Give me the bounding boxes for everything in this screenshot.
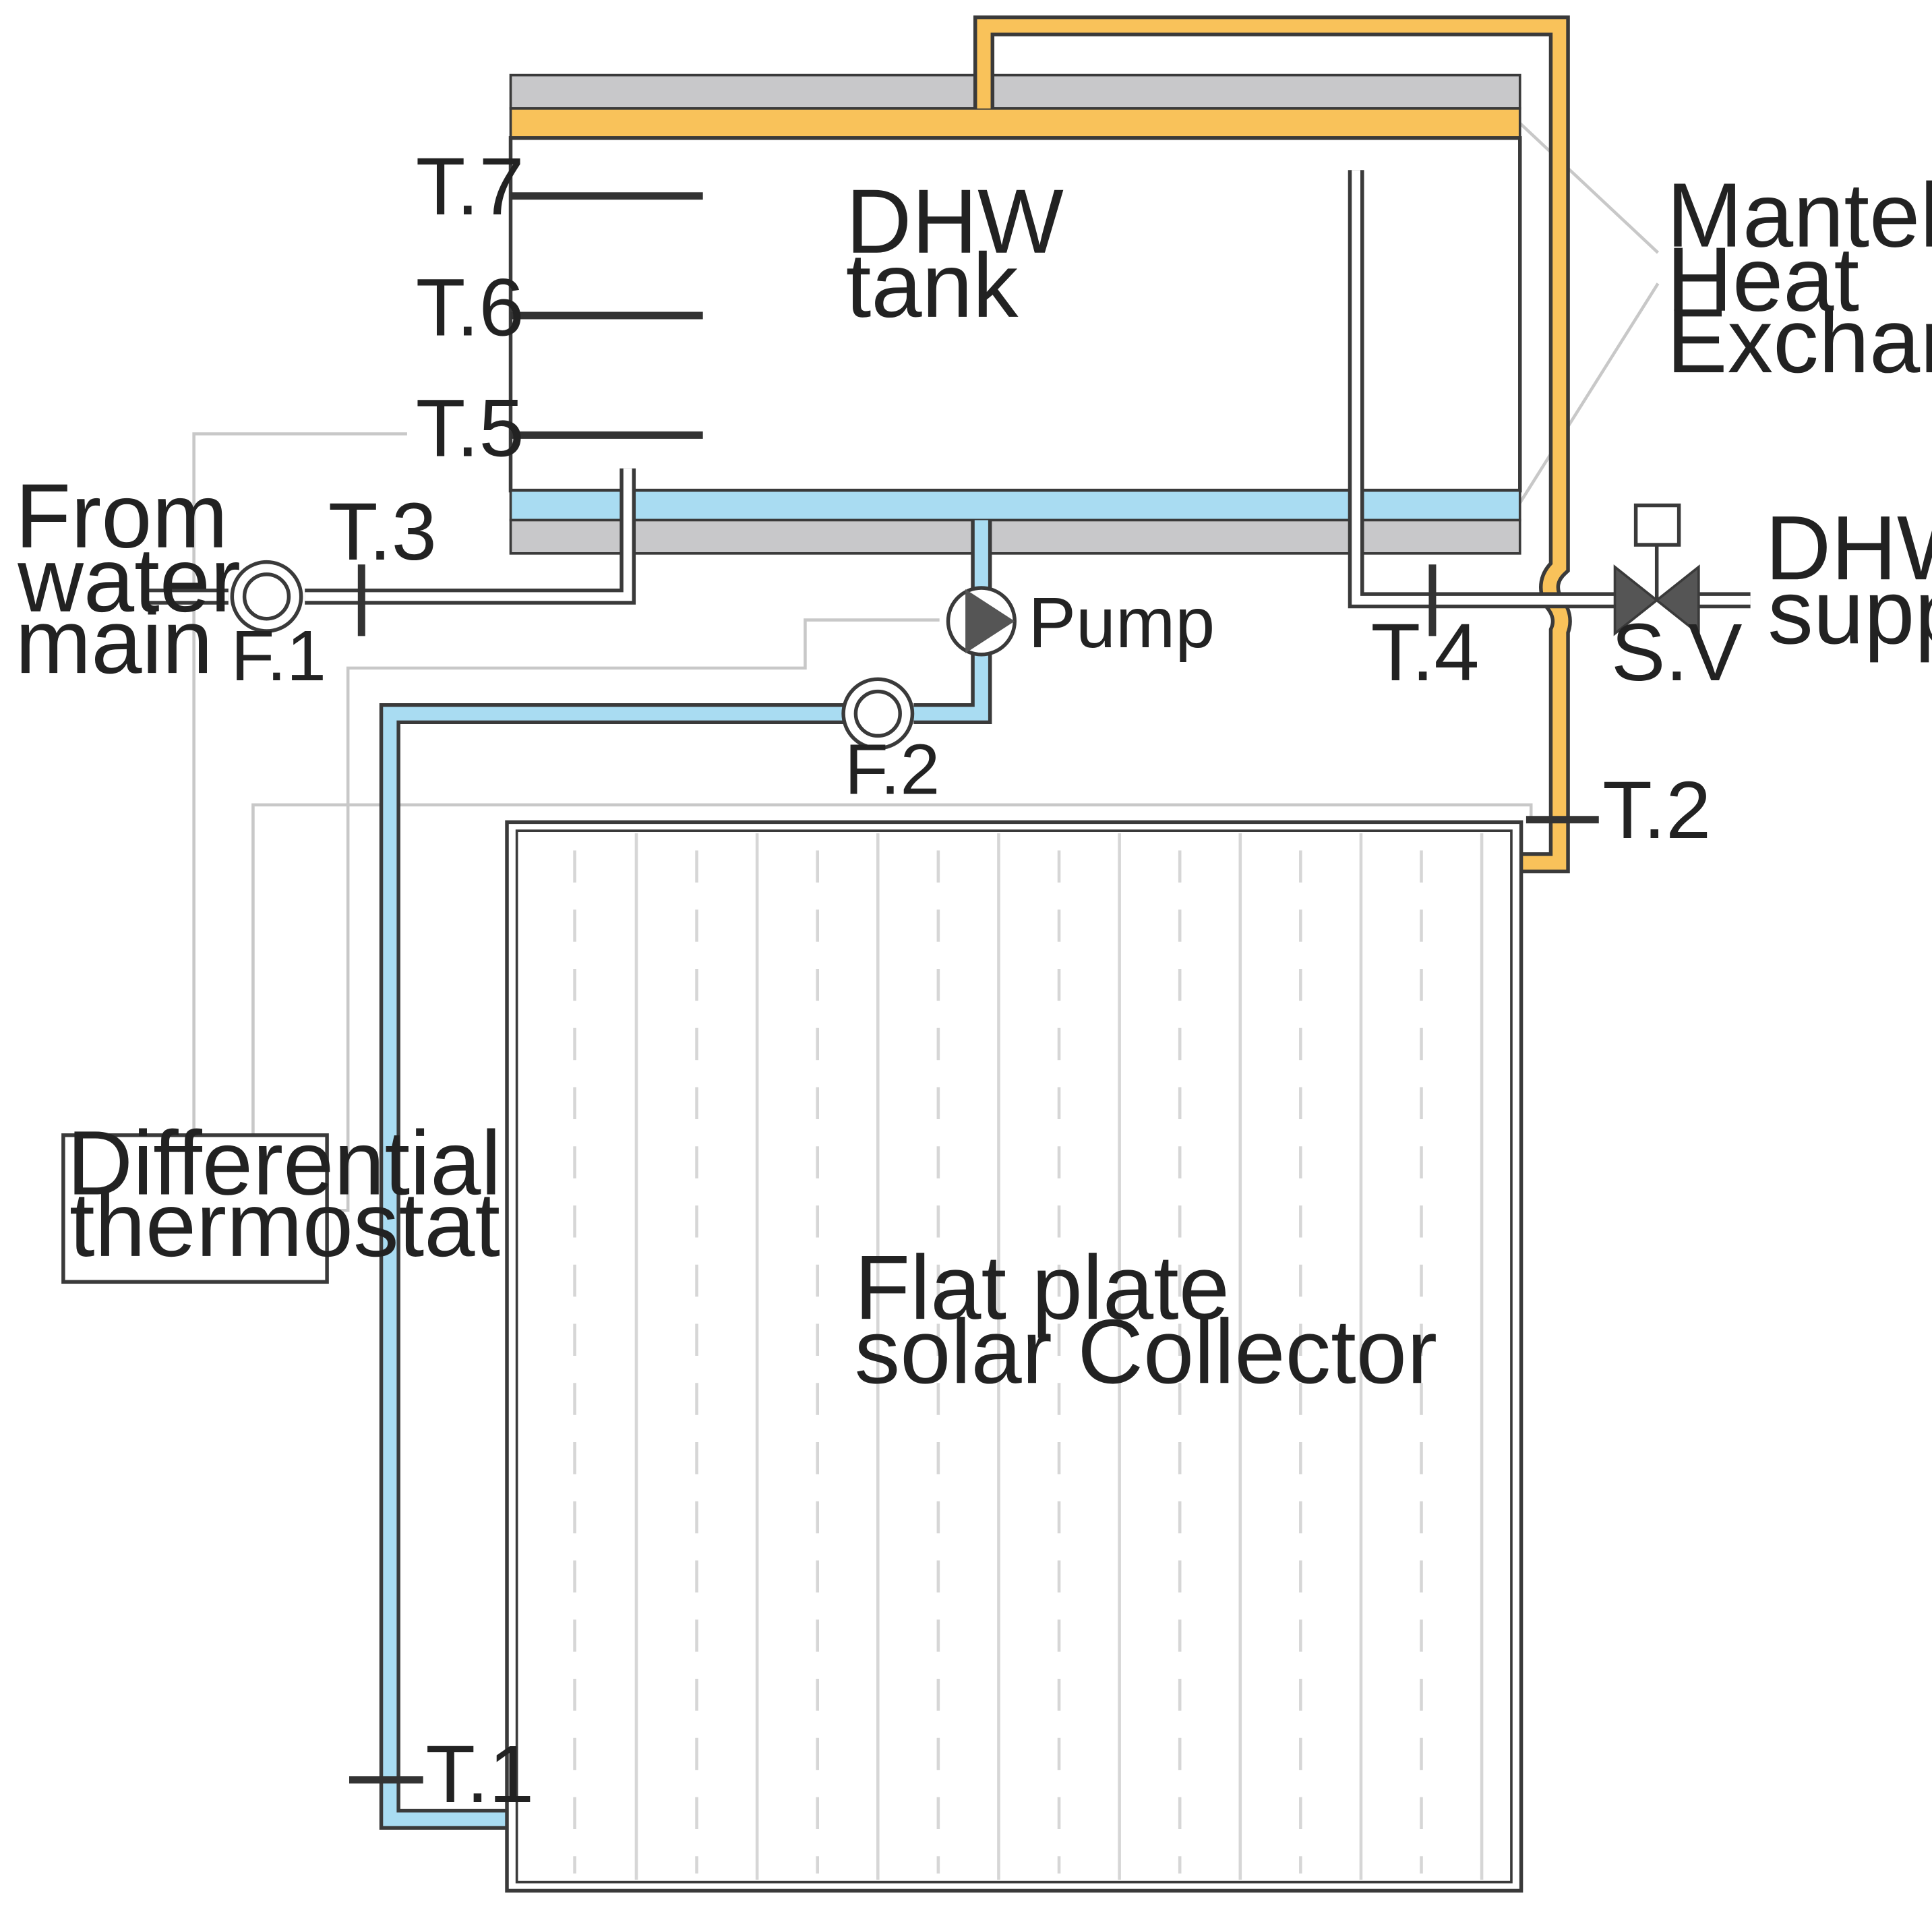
pump-label: Pump <box>1028 583 1215 663</box>
mantel-hot-top <box>509 107 1521 140</box>
tank-insulation-bottom <box>509 518 1521 555</box>
collector-inner-frame <box>515 829 1513 1884</box>
wire-t5-to-thermostat <box>192 432 407 1137</box>
leader-mantel-top <box>1519 122 1660 254</box>
differential-thermostat-box <box>61 1133 329 1284</box>
pump-icon <box>946 586 1017 657</box>
signal-wires <box>192 122 1660 1212</box>
mantel-label-line1: Mantel <box>1666 165 1932 266</box>
flow-meter-f2-label: F.2 <box>845 729 940 809</box>
solenoid-valve-label: S.V <box>1611 607 1742 698</box>
pipe-sensors <box>349 564 1599 1784</box>
solenoid-valve-icon <box>1613 503 1700 636</box>
tank-insulation-top <box>509 73 1521 110</box>
flow-meter-f1 <box>230 560 303 633</box>
sensor-t2-label: T.2 <box>1602 765 1711 856</box>
sensor-t3-label: T.3 <box>328 486 437 577</box>
mantel-cold-bottom <box>509 489 1521 522</box>
outlet-pipe <box>1348 170 1751 609</box>
collector-label-line1: Flat plate <box>855 1236 1230 1338</box>
dhw-supply-line1: DHW <box>1765 497 1932 599</box>
labels: DHW tank Mantel Heat Exchanger From wate… <box>16 141 1932 1820</box>
flat-plate-collector <box>505 820 1523 1893</box>
flow-meter-f1-inner <box>242 572 291 621</box>
mantel-label-line2: Heat <box>1666 229 1859 330</box>
cold-loop <box>379 520 992 1830</box>
flow-meter-f1-label: F.1 <box>231 616 326 696</box>
sensor-t6-label: T.6 <box>416 262 524 353</box>
sensor-t5-label: T.5 <box>416 382 524 473</box>
inlet-pipe-fill <box>148 468 632 601</box>
outlet-pipe-fill <box>1352 170 1751 605</box>
pump-arrow <box>965 589 1015 653</box>
inlet-pipe <box>148 468 636 605</box>
flow-meter-f2-inner <box>853 689 902 738</box>
mantel-label-line3: Exchanger <box>1666 290 1932 392</box>
collector-dashed-stripes <box>573 850 1423 1874</box>
from-water-main-line1: From <box>16 465 229 567</box>
valve-left-wing <box>1613 564 1659 636</box>
tank-label-line2: tank <box>846 235 1019 336</box>
tank-label-line1: DHW <box>846 171 1064 272</box>
sensor-t7-label: T.7 <box>416 141 524 232</box>
wire-t2-to-thermostat <box>251 803 1533 1137</box>
leader-mantel-bottom <box>1518 282 1660 504</box>
flow-meter-f2 <box>841 677 915 750</box>
dhw-supply-line2: supply <box>1768 561 1932 663</box>
valve-actuator <box>1633 503 1681 547</box>
sensor-t4-label: T.4 <box>1371 607 1480 698</box>
from-water-main-line2: water <box>17 529 241 631</box>
from-water-main-line3: main <box>16 591 213 692</box>
thermostat-label-line2: thermostat <box>69 1174 500 1276</box>
valve-right-wing <box>1654 564 1700 636</box>
cold-pipe-fill <box>383 520 988 1826</box>
collector-outer-frame <box>505 820 1523 1893</box>
thermostat-label-line1: Differential <box>67 1112 501 1214</box>
collector-absorber-stripes <box>634 833 1484 1880</box>
sensor-t1-label: T.1 <box>425 1729 534 1820</box>
tank-probes <box>510 192 703 439</box>
collector-label-line2: solar Collector <box>855 1301 1438 1402</box>
wire-pump-to-thermostat <box>327 618 940 1212</box>
